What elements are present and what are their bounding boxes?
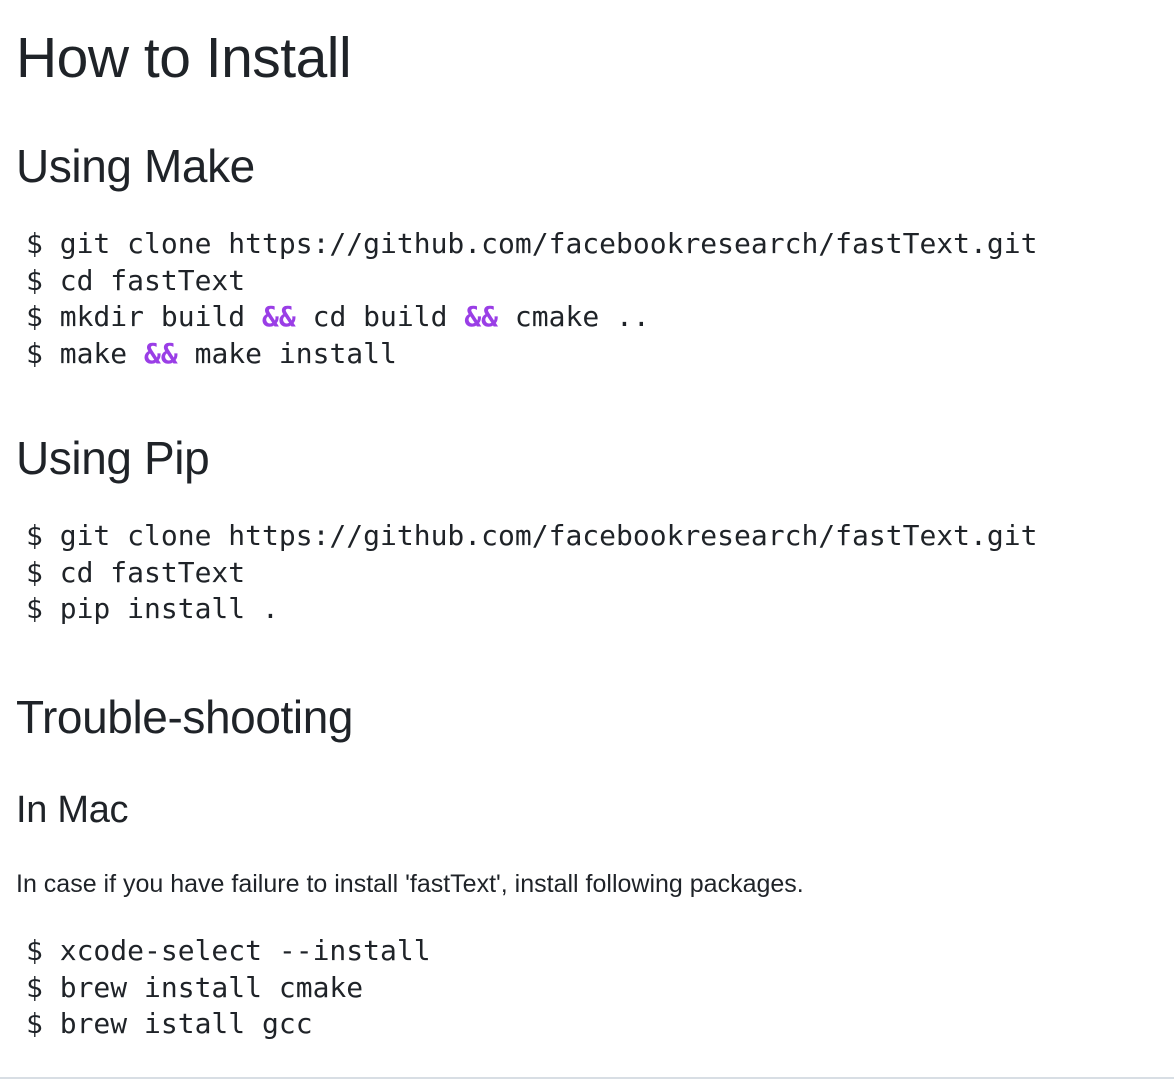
code-text: $ brew istall gcc bbox=[26, 1007, 313, 1040]
code-line: $ git clone https://github.com/facebookr… bbox=[26, 518, 1037, 555]
code-line: $ mkdir build && cd build && cmake .. bbox=[26, 299, 1037, 336]
code-text: $ make bbox=[26, 336, 145, 370]
subsection-heading-in-mac: In Mac bbox=[16, 789, 129, 831]
code-text: $ xcode-select --install bbox=[26, 934, 431, 967]
section-heading-using-pip: Using Pip bbox=[16, 432, 210, 484]
section-heading-using-make: Using Make bbox=[16, 140, 255, 192]
mac-note-paragraph: In case if you have failure to install '… bbox=[16, 870, 804, 898]
code-block-pip: $ git clone https://github.com/facebookr… bbox=[26, 518, 1037, 628]
code-line: $ brew istall gcc bbox=[26, 1006, 431, 1043]
code-text: $ brew install cmake bbox=[26, 970, 364, 1004]
and-operator: && bbox=[464, 300, 499, 333]
code-line: $ cd fastText bbox=[26, 555, 1037, 592]
code-text: $ mkdir build bbox=[26, 300, 263, 333]
code-line: $ make && make install bbox=[26, 336, 1037, 373]
bottom-divider bbox=[0, 1077, 1174, 1079]
code-text: $ git clone https://github.com/facebookr… bbox=[26, 227, 1038, 260]
page-title: How to Install bbox=[16, 26, 352, 90]
code-text: cmake .. bbox=[498, 300, 650, 333]
and-operator: && bbox=[144, 336, 178, 370]
code-line: $ git clone https://github.com/facebookr… bbox=[26, 226, 1037, 263]
code-line: $ cd fastText bbox=[26, 263, 1037, 300]
code-text: $ cd fastText bbox=[26, 263, 246, 297]
code-text: make install bbox=[177, 336, 397, 370]
and-operator: && bbox=[262, 300, 296, 333]
section-heading-trouble-shooting: Trouble-shooting bbox=[16, 691, 354, 743]
code-line: $ brew install cmake bbox=[26, 970, 431, 1007]
code-text: $ cd fastText bbox=[26, 555, 246, 589]
code-text: cd build bbox=[295, 300, 465, 333]
code-block-mac: $ xcode-select --install$ brew install c… bbox=[26, 933, 431, 1043]
code-text: $ pip install . bbox=[26, 592, 279, 625]
code-block-make: $ git clone https://github.com/facebookr… bbox=[26, 226, 1037, 372]
code-line: $ xcode-select --install bbox=[26, 933, 431, 970]
code-line: $ pip install . bbox=[26, 591, 1037, 628]
code-text: $ git clone https://github.com/facebookr… bbox=[26, 519, 1038, 552]
